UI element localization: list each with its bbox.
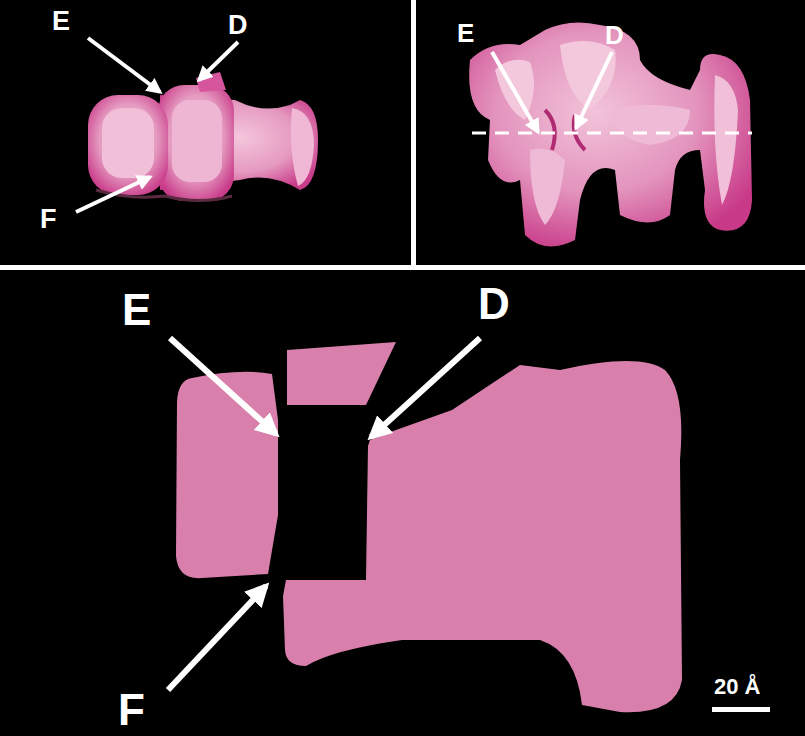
- feature-label: D: [228, 12, 248, 39]
- feature-label: D: [478, 282, 510, 326]
- scale-label: 20 Å: [714, 676, 760, 698]
- top-view-map: [88, 72, 318, 201]
- feature-label: E: [122, 288, 151, 332]
- feature-label: E: [52, 8, 70, 35]
- side-view-map: [469, 22, 752, 246]
- section-slice: [176, 342, 682, 712]
- feature-label: F: [118, 688, 145, 732]
- feature-label: D: [605, 22, 624, 48]
- feature-label: F: [40, 206, 57, 233]
- panel-divider: [411, 0, 416, 268]
- leader-arrows: [76, 38, 612, 690]
- panel-divider: [0, 265, 805, 270]
- feature-label: E: [457, 20, 474, 46]
- scale-bar: [712, 707, 770, 712]
